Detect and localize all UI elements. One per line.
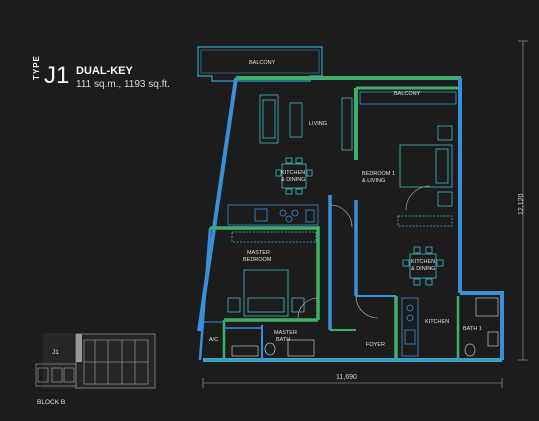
label-master-bedroom-1: MASTER xyxy=(247,250,270,256)
kitchen-counter-left xyxy=(227,204,319,226)
key-plan xyxy=(35,333,156,389)
label-bath1: BATH 1 xyxy=(463,326,482,332)
label-kitchen-dining-right-1: KITCHEN xyxy=(411,259,435,265)
kitchen-right-counter xyxy=(401,297,419,357)
outer-walls xyxy=(197,76,504,362)
label-kitchen-dining-left-2: & DINING xyxy=(281,177,305,183)
balcony-right xyxy=(359,91,457,105)
unit-area: 111 sq.m., 1193 sq.ft. xyxy=(76,79,170,90)
dining-right xyxy=(402,246,444,286)
key-plan-block-label: BLOCK B xyxy=(37,399,65,406)
label-balcony-right: BALCONY xyxy=(394,91,421,97)
master-bedroom-furniture xyxy=(227,231,317,317)
label-bedroom1-1: BEDROOM 1 xyxy=(362,171,395,177)
bedroom1-furniture xyxy=(397,125,453,227)
dimension-height: 12,120 xyxy=(518,193,525,215)
label-master-bedroom-2: BEDROOM xyxy=(243,257,272,263)
door-swings xyxy=(297,185,431,319)
label-living: LIVING xyxy=(309,121,327,127)
label-kitchen-dining-left-1: KITCHEN xyxy=(281,170,305,176)
unit-name: DUAL-KEY xyxy=(76,65,133,77)
key-plan-unit-marker: J1 xyxy=(52,349,59,356)
unit-code: J1 xyxy=(44,62,70,89)
label-balcony-top: BALCONY xyxy=(249,60,276,66)
bath1-fixtures xyxy=(464,297,499,357)
label-master-bath-1: MASTER xyxy=(274,330,297,336)
living-furniture xyxy=(259,94,353,151)
label-ac: A/C xyxy=(209,337,218,343)
label-bedroom1-2: & LIVING xyxy=(362,178,385,184)
master-bath-fixtures xyxy=(231,339,315,357)
dimension-lines xyxy=(202,40,528,388)
balcony-top xyxy=(197,46,323,82)
interior-walls xyxy=(210,195,460,360)
label-master-bath-2: BATH xyxy=(276,337,290,343)
dining-left xyxy=(275,157,313,195)
label-foyer: FOYER xyxy=(366,342,385,348)
dimension-width: 11,690 xyxy=(336,374,357,381)
label-kitchen-dining-right-2: & DINING xyxy=(411,266,435,272)
label-kitchen: KITCHEN xyxy=(425,319,449,325)
